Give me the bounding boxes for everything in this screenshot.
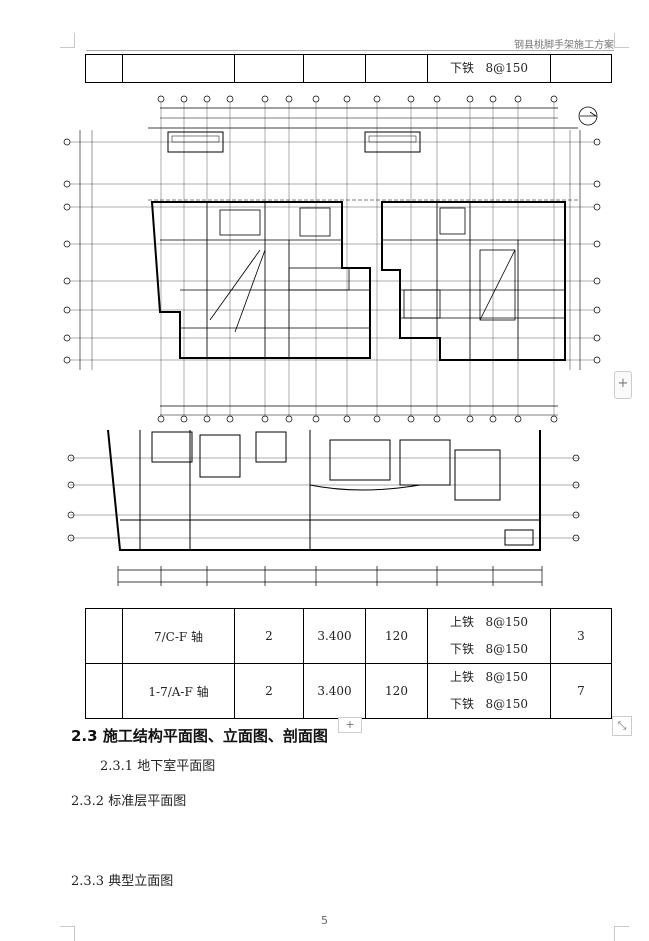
thickness-cell: 120 (365, 663, 428, 719)
steel-cell: 上铁 8@150 下铁 8@150 (427, 608, 551, 664)
steel-prefix: 下铁 (449, 61, 474, 75)
subsection-basement-plan: 2.3.1 地下室平面图 (100, 759, 216, 774)
table-cell (85, 663, 123, 719)
qty-cell: 3 (550, 608, 612, 664)
subsection-standard-floor-plan: 2.3.2 标准层平面图 (71, 794, 187, 809)
table-cell (550, 54, 612, 83)
axis-cell: 1-7/A-F 轴 (122, 663, 235, 719)
add-row-button[interactable]: + (338, 717, 362, 733)
header-rule (86, 50, 614, 51)
table-cell (85, 54, 123, 83)
table-cell (234, 54, 304, 83)
floor-plan-drawing (63, 95, 601, 586)
top-steel: 上铁 8@150 (449, 670, 528, 684)
steel-spec: 8@150 (485, 61, 528, 75)
axis-cell: 7/C-F 轴 (122, 608, 235, 664)
crop-mark-bottom-right (614, 926, 629, 941)
length-cell: 3.400 (303, 608, 366, 664)
table-row: 1-7/A-F 轴 2 3.400 120 上铁 8@150 下铁 8@150 … (85, 663, 612, 719)
table-cell (303, 54, 366, 83)
bottom-steel: 下铁 8@150 (449, 697, 528, 711)
steel-cell: 上铁 8@150 下铁 8@150 (427, 663, 551, 719)
rebar-table: 7/C-F 轴 2 3.400 120 上铁 8@150 下铁 8@150 3 … (85, 608, 612, 719)
page-header-title: 钢县桃脚手架施工方案 (514, 40, 614, 51)
bottom-steel: 下铁 8@150 (449, 642, 528, 656)
table-cell (122, 54, 235, 83)
crop-mark-top-left (60, 33, 75, 48)
section-heading: 2.3 施工结构平面图、立面图、剖面图 (71, 727, 328, 745)
count-cell: 2 (234, 608, 304, 664)
crop-mark-bottom-left (60, 926, 75, 941)
crop-mark-top-right (614, 33, 629, 48)
table-cell (85, 608, 123, 664)
top-steel: 上铁 8@150 (449, 615, 528, 629)
count-cell: 2 (234, 663, 304, 719)
resize-icon[interactable]: ⤡ (612, 716, 632, 736)
add-side-button[interactable]: + (614, 371, 632, 399)
table-cell (365, 54, 428, 83)
table-row: 下铁 8@150 (85, 54, 612, 83)
bottom-steel-cell: 下铁 8@150 (427, 54, 551, 83)
table-row: 7/C-F 轴 2 3.400 120 上铁 8@150 下铁 8@150 3 (85, 608, 612, 664)
subsection-typical-elevation: 2.3.3 典型立面图 (71, 874, 174, 889)
qty-cell: 7 (550, 663, 612, 719)
page-number: 5 (321, 914, 328, 927)
thickness-cell: 120 (365, 608, 428, 664)
length-cell: 3.400 (303, 663, 366, 719)
rebar-table-top: 下铁 8@150 (85, 54, 612, 83)
